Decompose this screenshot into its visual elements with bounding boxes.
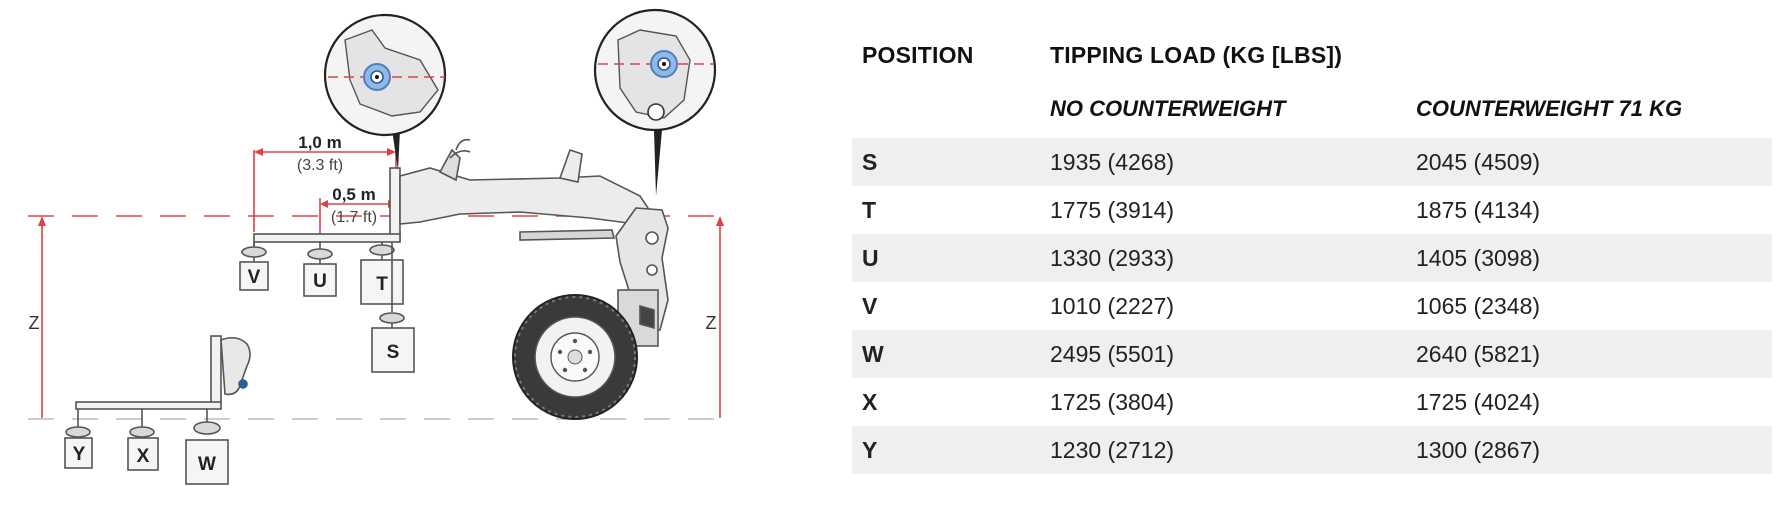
subheader-empty (852, 80, 1040, 138)
load-label-x: X (137, 446, 150, 467)
height-label-left: Z (29, 313, 40, 333)
table-subheader-row: NO COUNTERWEIGHT COUNTERWEIGHT 71 KG (852, 80, 1772, 138)
header-tipping-load: TIPPING LOAD (KG [LBS]) (1050, 41, 1343, 68)
loader-wheel (512, 294, 638, 420)
dimension-1-metric: 1,0 m (298, 133, 341, 152)
load-label-v: V (248, 267, 261, 288)
load-label-u: U (313, 271, 327, 292)
row-counterweight: 1300 (2867) (1416, 436, 1541, 463)
row-counterweight: 1405 (3098) (1416, 244, 1541, 271)
row-position: S (862, 148, 878, 175)
row-no-counterweight: 1775 (3914) (1050, 196, 1175, 223)
row-counterweight: 2045 (4509) (1416, 148, 1541, 175)
row-position: W (862, 340, 884, 367)
row-counterweight: 1725 (4024) (1416, 388, 1541, 415)
height-label-right: Z (706, 313, 717, 333)
header-no-counterweight: NO COUNTERWEIGHT (1050, 96, 1286, 121)
lower-weights (64, 409, 229, 485)
zoom-callout-attachment-pivot (323, 13, 447, 170)
table-row: T 1775 (3914) 1875 (4134) (852, 186, 1772, 234)
loader-mast (615, 207, 669, 347)
loader-arm (399, 138, 654, 241)
load-label-w: W (198, 454, 216, 475)
row-no-counterweight: 1725 (3804) (1050, 388, 1175, 415)
table-row: Y 1230 (2712) 1300 (2867) (852, 426, 1773, 474)
row-counterweight: 1875 (4134) (1416, 196, 1541, 223)
load-label-t: T (376, 274, 388, 295)
row-position: T (862, 196, 877, 223)
row-no-counterweight: 2495 (5501) (1050, 340, 1175, 367)
upper-weights (239, 242, 415, 373)
table-row: W 2495 (5501) 2640 (5821) (852, 330, 1773, 378)
table-row: V 1010 (2227) 1065 (2348) (852, 282, 1772, 330)
dimension-2-imperial: (1.7 ft) (331, 209, 377, 226)
row-no-counterweight: 1230 (2712) (1050, 436, 1175, 463)
row-no-counterweight: 1010 (2227) (1050, 292, 1175, 319)
table-row: U 1330 (2933) 1405 (3098) (852, 234, 1773, 282)
table-row: S 1935 (4268) 2045 (4509) (852, 138, 1773, 186)
header-counterweight: COUNTERWEIGHT 71 KG (1416, 96, 1683, 121)
dimension-2-metric: 0,5 m (332, 185, 375, 204)
load-label-y: Y (73, 444, 86, 465)
load-label-s: S (387, 342, 400, 363)
table-row: X 1725 (3804) 1725 (4024) (852, 378, 1772, 426)
row-position: V (862, 292, 878, 319)
row-counterweight: 1065 (2348) (1416, 292, 1541, 319)
lower-fork-attachment (75, 335, 251, 410)
header-position: POSITION (862, 41, 974, 68)
row-position: X (862, 388, 878, 415)
zoom-callout-arm-pivot (593, 8, 717, 196)
dimension-1-imperial: (3.3 ft) (297, 157, 343, 174)
row-no-counterweight: 1330 (2933) (1050, 244, 1175, 271)
table-header-row: POSITION TIPPING LOAD (KG [LBS]) (852, 30, 1772, 80)
row-counterweight: 2640 (5821) (1416, 340, 1541, 367)
tipping-load-table: POSITION TIPPING LOAD (KG [LBS]) NO COUN… (852, 30, 1773, 474)
row-position: U (862, 244, 879, 271)
row-position: Y (862, 436, 878, 463)
row-no-counterweight: 1935 (4268) (1050, 148, 1175, 175)
loader-tipping-load-diagram: Z Z 1,0 m (3.3 ft) 0,5 m (1.7 ft) V U T … (28, 8, 725, 485)
